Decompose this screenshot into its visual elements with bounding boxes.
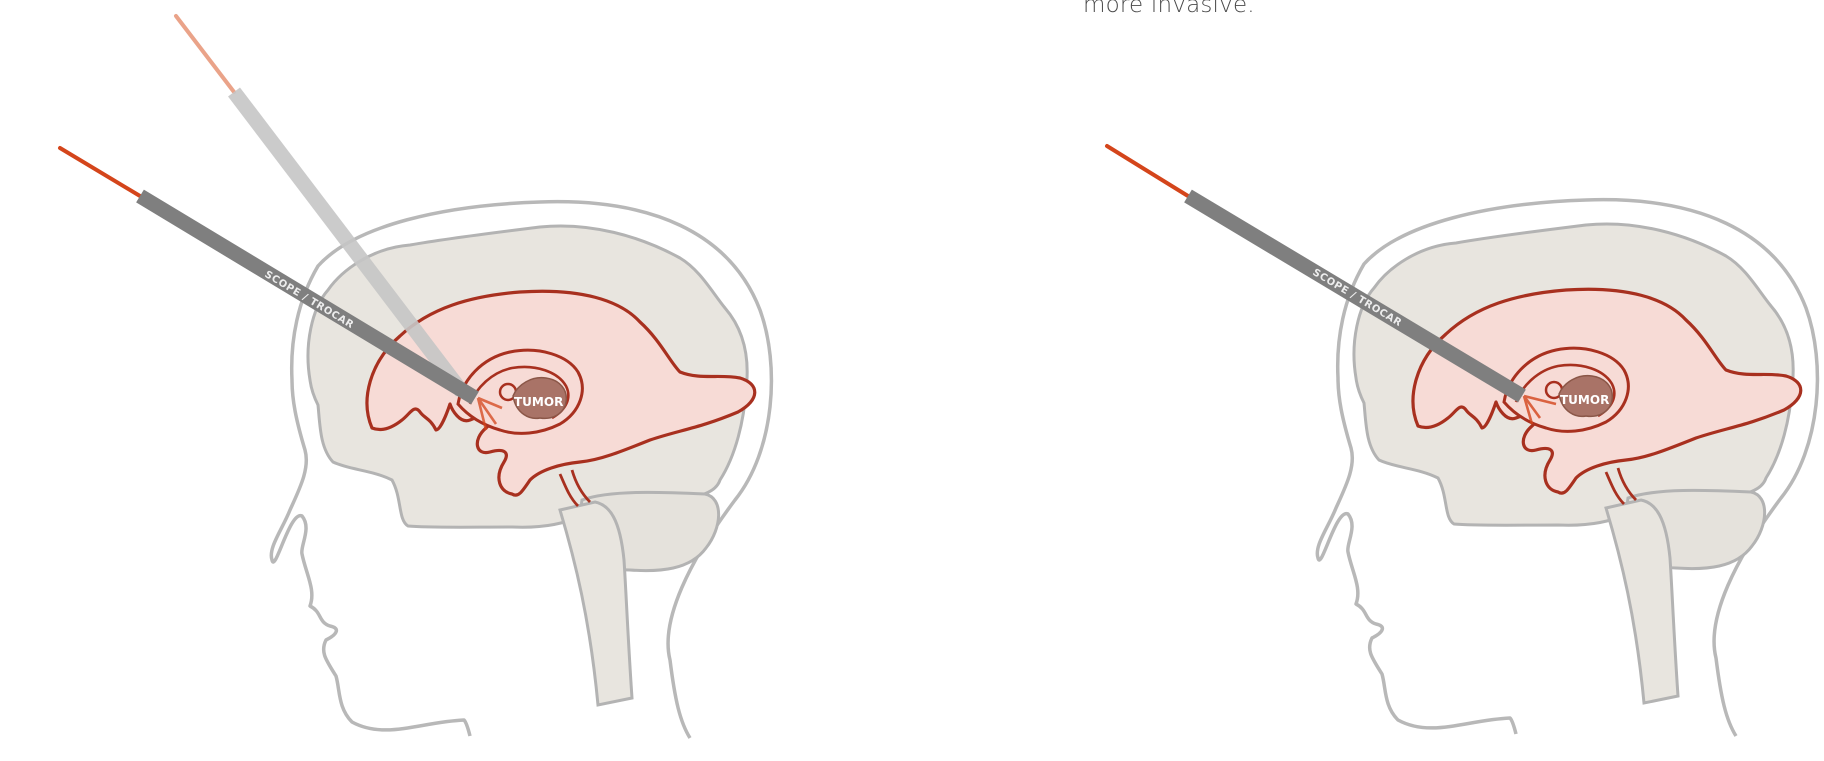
tumor-label: TUMOR [1560,393,1609,407]
caption-fragment: more invasive. [1083,0,1255,18]
left-ghost-wire [176,16,234,92]
panel-right: SCOPE / TROCAR TUMOR [1107,146,1817,736]
right-anatomy [1317,200,1817,736]
panel-left: SCOPE / TROCAR TUMOR [60,16,771,738]
right-active-wire [1107,146,1188,196]
left-active-wire [60,148,140,196]
tumor-label: TUMOR [514,395,563,409]
left-anatomy [271,202,771,738]
